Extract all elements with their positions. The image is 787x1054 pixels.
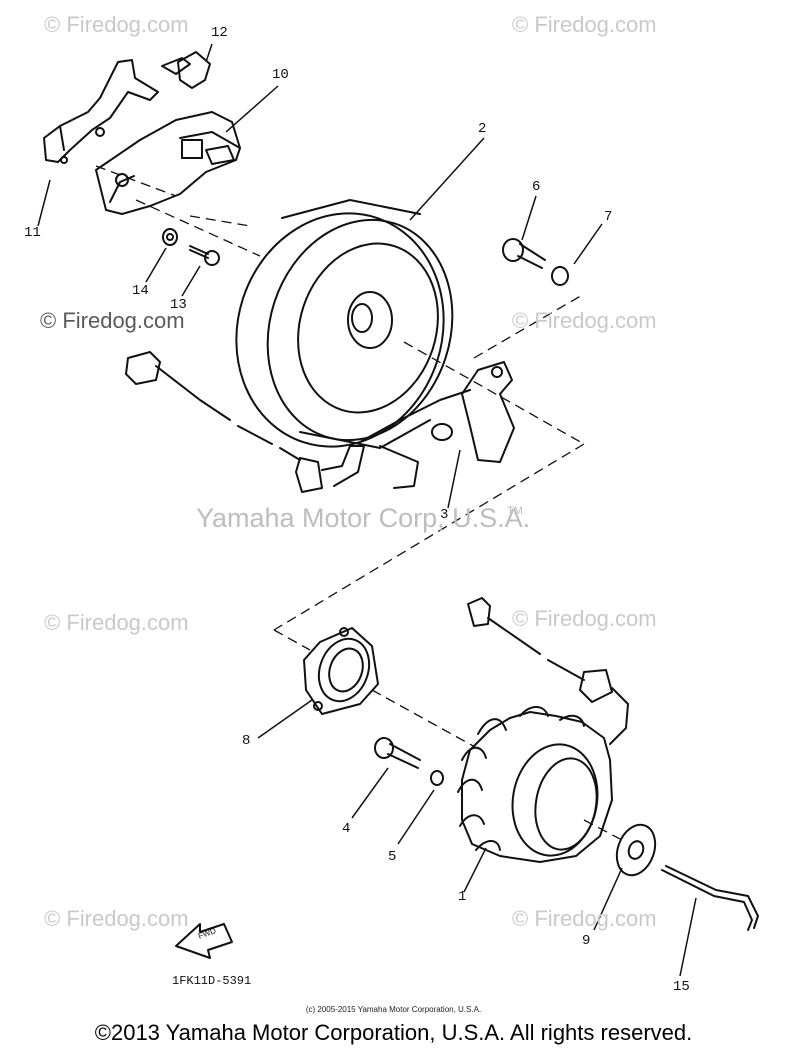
bracket-part-11 — [43, 59, 159, 164]
footer-copyright: ©2013 Yamaha Motor Corporation, U.S.A. A… — [94, 1020, 693, 1045]
small-copyright: (c) 2005-2015 Yamaha Motor Corporation, … — [305, 1005, 482, 1014]
part-label-12: 12 — [211, 25, 228, 41]
watermark-top-left: © Firedog.com — [44, 12, 189, 37]
part-label-5: 5 — [388, 849, 397, 865]
part-label-14: 14 — [132, 283, 149, 299]
alignment-lines — [95, 165, 623, 841]
washer-part-7 — [551, 266, 569, 286]
stator-part-1 — [457, 597, 629, 863]
part-label-3: 3 — [440, 507, 449, 523]
part-label-11: 11 — [24, 225, 41, 241]
pulser-coil-part-3 — [125, 351, 515, 493]
part-label-10: 10 — [272, 67, 289, 83]
watermark-bottom-left: © Firedog.com — [44, 906, 189, 931]
bolt-part-6 — [502, 238, 546, 269]
watermark-bottom-right: © Firedog.com — [512, 906, 657, 931]
washer-part-5 — [430, 770, 444, 786]
part-label-1: 1 — [458, 889, 467, 905]
connector-part-12 — [161, 51, 211, 89]
part-label-6: 6 — [532, 179, 541, 195]
oil-seal-part-8 — [303, 627, 379, 715]
leader-lines — [37, 43, 697, 977]
brand-watermark: Yamaha Motor Corp, U.S.A. — [196, 503, 531, 533]
part-label-15: 15 — [673, 979, 690, 995]
bolt-part-4 — [374, 737, 421, 769]
clip-part-15 — [661, 865, 759, 931]
pickup-coil-part-10 — [95, 111, 241, 215]
part-label-8: 8 — [242, 733, 251, 749]
trademark-mark: TM — [507, 505, 523, 517]
watermark-mid-left: © Firedog.com — [40, 308, 185, 333]
part-label-7: 7 — [604, 209, 613, 225]
part-label-4: 4 — [342, 821, 351, 837]
part-label-13: 13 — [170, 297, 187, 313]
watermark-lower-left: © Firedog.com — [44, 610, 189, 635]
watermark-mid-right: © Firedog.com — [512, 308, 657, 333]
part-label-2: 2 — [478, 121, 487, 137]
watermark-lower-right: © Firedog.com — [512, 606, 657, 631]
screw-part-13 — [189, 245, 220, 266]
washer-part-9 — [615, 823, 657, 877]
part-label-9: 9 — [582, 933, 591, 949]
rotor-part-2 — [235, 199, 454, 449]
washer-part-14 — [162, 228, 178, 246]
fwd-arrow-icon — [175, 923, 233, 959]
watermark-top-right: © Firedog.com — [512, 12, 657, 37]
diagram-code: 1FK11D-5391 — [172, 974, 252, 988]
